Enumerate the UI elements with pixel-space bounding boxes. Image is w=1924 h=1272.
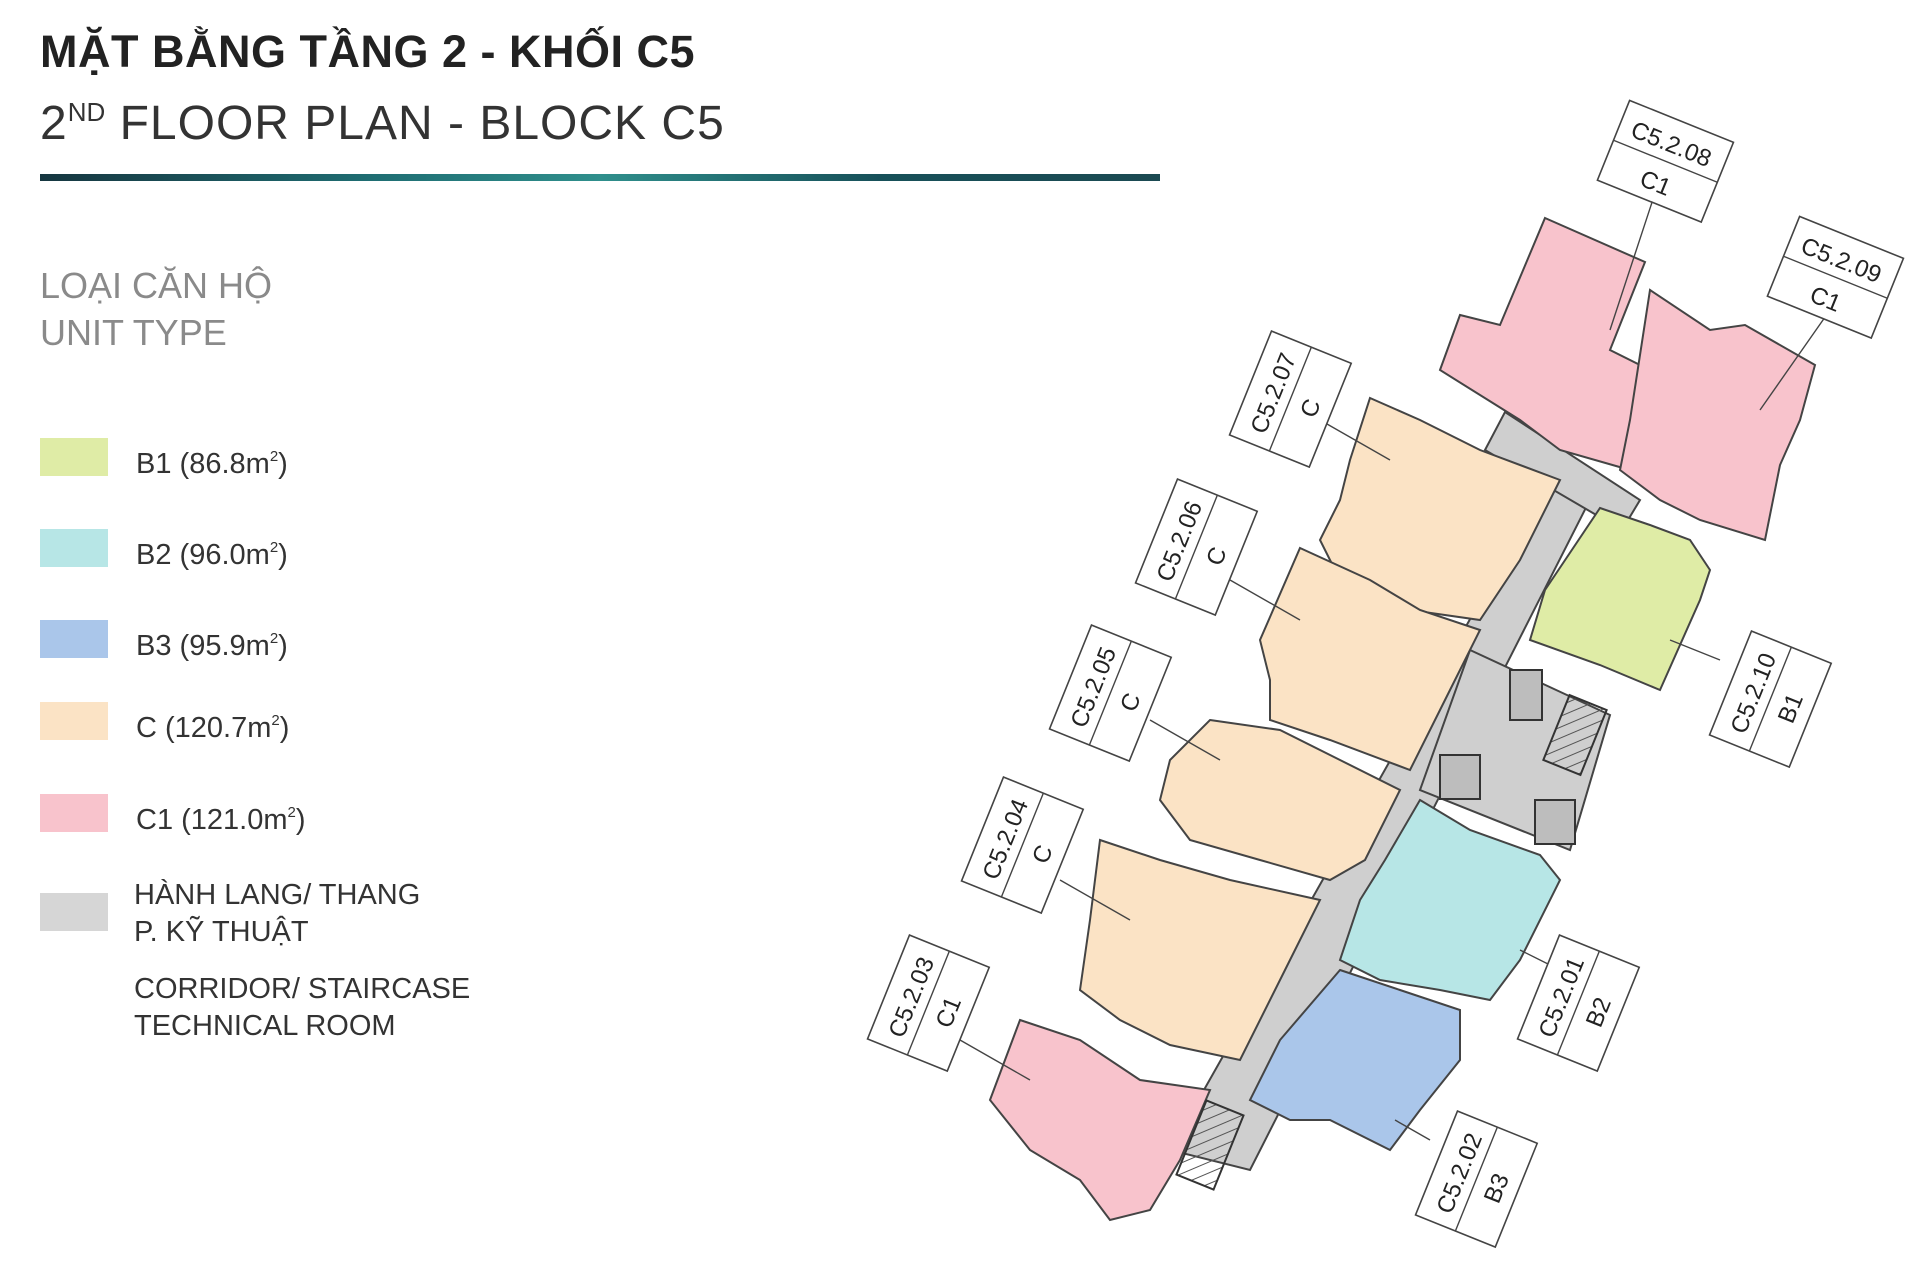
- legend-type: C1: [136, 804, 174, 836]
- title-divider: [40, 174, 1160, 181]
- lift-3: [1509, 669, 1543, 721]
- legend-corridor-vn-line2: P. KỸ THUẬT: [134, 916, 309, 948]
- legend-type: C: [136, 712, 157, 744]
- legend-area: 96.0: [189, 539, 246, 571]
- staircase-core: [1542, 693, 1608, 777]
- page-title-english: 2ND FLOOR PLAN - BLOCK C5: [40, 96, 725, 151]
- callout-c5-2-09: C5.2.09 C1: [1759, 215, 1905, 411]
- unit-c5-2-06: [1258, 546, 1482, 772]
- title-ordinal-suffix: ND: [67, 97, 106, 127]
- legend-corridor-en-line1: CORRIDOR/ STAIRCASE: [134, 973, 471, 1005]
- title-floor-plan-text: FLOOR PLAN - BLOCK C5: [105, 97, 725, 150]
- callout-c5-2-06: C5.2.06 C: [1134, 478, 1301, 621]
- legend-heading-en: UNIT TYPE: [40, 312, 227, 353]
- legend-area-unit: m: [245, 448, 270, 480]
- callout-c5-2-02: C5.2.02 B3: [1394, 1110, 1539, 1249]
- legend-label-b3: B3 (95.9m2): [136, 630, 288, 662]
- lift-1: [1439, 754, 1481, 800]
- legend-area-unit: m: [247, 712, 272, 744]
- legend-area-unit: m: [245, 630, 270, 662]
- legend-swatch-corridor: [40, 893, 108, 931]
- lift-2: [1534, 799, 1576, 845]
- legend-area-unit: m: [245, 539, 270, 571]
- unit-c5-2-02: [1248, 968, 1461, 1152]
- title-floor-number: 2: [40, 97, 68, 150]
- legend-corridor-en-line2: TECHNICAL ROOM: [134, 1010, 396, 1042]
- callout-c5-2-07: C5.2.07 C: [1228, 330, 1391, 469]
- legend-area-unit: m: [263, 804, 288, 836]
- unit-c5-2-01: [1338, 798, 1562, 1002]
- unit-c5-2-08: [1438, 216, 1672, 472]
- legend-heading-vn: LOẠI CĂN HỘ: [40, 265, 273, 306]
- legend-heading: LOẠI CĂN HỘ UNIT TYPE: [40, 262, 272, 356]
- legend-type: B2: [136, 539, 172, 571]
- unit-c5-2-03: [988, 1018, 1212, 1222]
- legend-area: 86.8: [189, 448, 246, 480]
- legend-corridor-vn: HÀNH LANG/ THANG P. KỸ THUẬT: [134, 877, 420, 951]
- legend-corridor-en: CORRIDOR/ STAIRCASE TECHNICAL ROOM: [134, 971, 470, 1045]
- legend-area: 120.7: [174, 712, 248, 744]
- callout-c5-2-08: C5.2.08 C1: [1596, 99, 1735, 331]
- legend-area-unit-sup: 2: [269, 630, 279, 647]
- legend-label-b2: B2 (96.0m2): [136, 539, 288, 571]
- legend-swatch-b3: [40, 620, 108, 658]
- legend-swatch-b2: [40, 529, 108, 567]
- unit-c5-2-10: [1528, 506, 1712, 692]
- staircase-bottom: [1175, 1099, 1245, 1191]
- legend-type: B3: [136, 630, 172, 662]
- legend-area: 95.9: [189, 630, 246, 662]
- callout-c5-2-10: C5.2.10 B1: [1669, 630, 1833, 769]
- legend-swatch-c1: [40, 794, 108, 832]
- legend-area-unit-sup: 2: [271, 712, 280, 729]
- legend-area-unit-sup: 2: [269, 448, 279, 465]
- legend-label-c: C (120.7m2): [136, 712, 290, 744]
- legend-label-b1: B1 (86.8m2): [136, 448, 288, 480]
- legend-corridor-vn-line1: HÀNH LANG/ THANG: [134, 879, 421, 911]
- legend-swatch-c: [40, 702, 108, 740]
- unit-c5-2-09: [1618, 288, 1817, 542]
- callout-c5-2-04: C5.2.04 C: [960, 776, 1131, 921]
- legend-type: B1: [136, 448, 172, 480]
- legend-label-c1: C1 (121.0m2): [136, 804, 306, 836]
- legend-area-unit-sup: 2: [287, 804, 296, 821]
- legend-area-unit-sup: 2: [269, 539, 279, 556]
- page-title-vietnamese: MẶT BẰNG TẦNG 2 - KHỐI C5: [40, 26, 696, 77]
- legend-area: 121.0: [190, 804, 264, 836]
- legend-swatch-b1: [40, 438, 108, 476]
- unit-c5-2-04: [1078, 838, 1322, 1062]
- callout-c5-2-01: C5.2.01 B2: [1516, 934, 1641, 1073]
